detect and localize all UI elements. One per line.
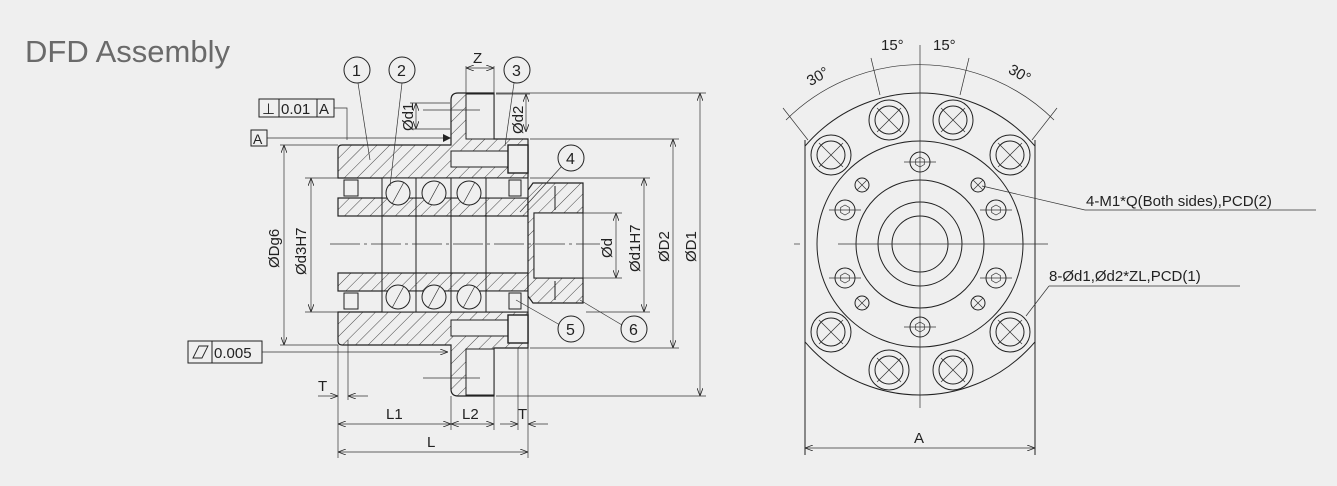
tapped-hole (970, 295, 986, 311)
tapped-holes (854, 177, 986, 311)
svg-text:0.01: 0.01 (281, 101, 310, 118)
dim-t-left: T (318, 378, 327, 395)
bolt-upper (450, 144, 529, 174)
balloon-6: 6 (620, 315, 648, 343)
dim-z: Z (473, 50, 482, 67)
tapped-hole (854, 295, 870, 311)
svg-text:1: 1 (352, 63, 361, 80)
dim-D1: ØD1 (683, 231, 700, 262)
dim-a: A (805, 430, 1035, 448)
ball (456, 284, 482, 310)
dim-d3h7: Ød3H7 (293, 227, 310, 275)
page-title: DFD Assembly (25, 34, 230, 69)
balloon-2: 2 (388, 56, 416, 84)
svg-text:A: A (914, 430, 924, 447)
counterbored-holes (810, 99, 1031, 391)
balloon-1: 1 (343, 56, 371, 84)
dim-d1h7: Ød1H7 (627, 224, 644, 272)
balloon-5: 5 (557, 315, 585, 343)
tapped-hole (970, 177, 986, 193)
locknut-bore (533, 212, 584, 279)
hex-screw (829, 199, 861, 221)
bolt-hole (989, 134, 1031, 176)
dim-l2: L2 (462, 406, 479, 423)
perpendicularity-frame: ⊥ 0.01 A (258, 98, 348, 140)
svg-text:30°: 30° (804, 64, 832, 90)
bolt-lower (450, 314, 529, 344)
flatness-frame: 0.005 (187, 340, 448, 364)
svg-text:0.005: 0.005 (214, 345, 252, 362)
flange-hole-upper (465, 93, 495, 140)
hex-screws (829, 151, 1012, 338)
dim-l: L (427, 434, 435, 451)
hex-screw (904, 316, 936, 338)
dim-d2: Ød2 (510, 106, 527, 134)
dimensions: Z Ød1 Ød2 ØDg6 Ød3H7 (266, 50, 706, 458)
bolt-hole (810, 311, 852, 353)
ball (385, 284, 411, 310)
bolt-hole (868, 99, 910, 141)
ball (456, 180, 482, 206)
svg-text:2: 2 (397, 63, 406, 80)
bolt-hole (810, 134, 852, 176)
ball (421, 180, 447, 206)
svg-text:⊥: ⊥ (262, 101, 275, 118)
end-view: 30° 15° 15° 30° 4-M1*Q(Both sides),PCD(2… (782, 37, 1316, 455)
ball (385, 180, 411, 206)
dim-l1: L1 (386, 406, 403, 423)
bolt-hole (932, 349, 974, 391)
callout-tapped-holes: 4-M1*Q(Both sides),PCD(2) (981, 185, 1316, 211)
svg-text:8-Ød1,Ød2*ZL,PCD(1): 8-Ød1,Ød2*ZL,PCD(1) (1049, 268, 1201, 285)
dim-t-right: T (518, 406, 527, 423)
dim-D2: ØD2 (656, 231, 673, 262)
hex-screw (980, 199, 1012, 221)
svg-text:15°: 15° (933, 37, 956, 54)
hex-screw (980, 267, 1012, 289)
callout-bolt-holes: 8-Ød1,Ød2*ZL,PCD(1) (1025, 268, 1240, 317)
flange-hole-lower (465, 348, 495, 396)
svg-text:15°: 15° (881, 37, 904, 54)
section-view: Z Ød1 Ød2 ØDg6 Ød3H7 (187, 50, 706, 458)
svg-text:30°: 30° (1005, 61, 1033, 87)
bearings (337, 177, 529, 313)
bolt-hole (932, 99, 974, 141)
svg-text:A: A (319, 101, 329, 118)
dim-d: Ød (599, 238, 616, 258)
svg-text:A: A (253, 131, 263, 147)
ball (421, 284, 447, 310)
svg-text:6: 6 (629, 322, 638, 339)
svg-text:5: 5 (566, 322, 575, 339)
bolt-hole (989, 311, 1031, 353)
tapped-hole (854, 177, 870, 193)
svg-text:4-M1*Q(Both sides),PCD(2): 4-M1*Q(Both sides),PCD(2) (1086, 193, 1272, 210)
hex-screw (904, 151, 936, 173)
dim-dg6: ØDg6 (266, 229, 283, 268)
dim-d1: Ød1 (400, 103, 417, 131)
balloon-4: 4 (557, 144, 585, 172)
svg-text:3: 3 (512, 63, 521, 80)
hex-screw (829, 267, 861, 289)
balloons: 1 2 3 4 5 6 (343, 56, 648, 343)
svg-text:4: 4 (566, 151, 575, 168)
datum-a: A (250, 129, 451, 147)
bolt-hole (868, 349, 910, 391)
balloon-3: 3 (503, 56, 531, 84)
